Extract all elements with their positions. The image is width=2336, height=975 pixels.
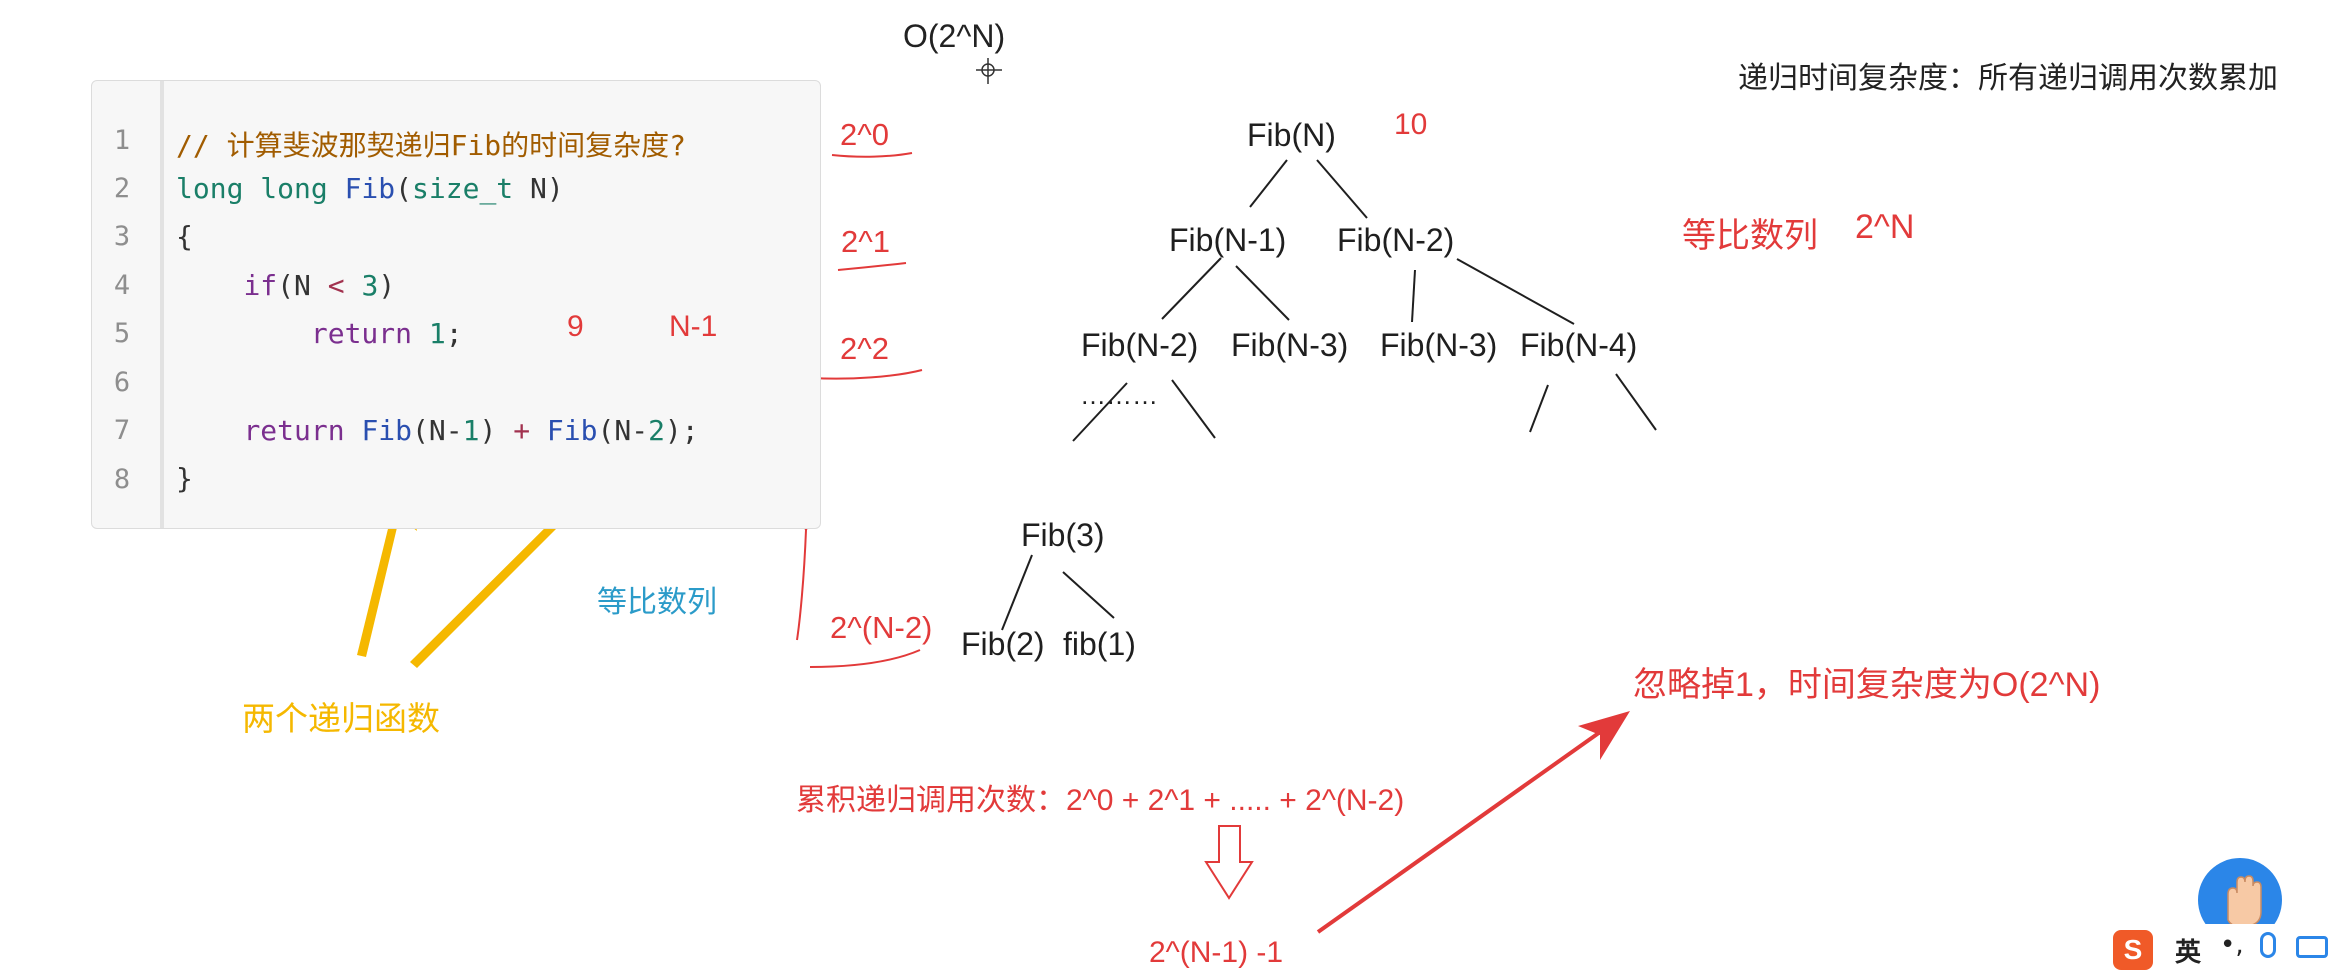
annotation-two-recursive: 两个递归函数: [242, 700, 440, 737]
code-text: ): [378, 269, 396, 302]
sogou-logo-icon[interactable]: S: [2113, 930, 2153, 970]
code-text: (N-: [412, 414, 463, 447]
red-arrow-shaft: [1316, 723, 1612, 934]
punctuation-icon[interactable]: •,: [2220, 930, 2244, 960]
annotation-geometric-blue: 等比数列: [597, 586, 717, 619]
code-brace-close: }: [176, 462, 193, 495]
code-operator: <: [327, 269, 345, 302]
arrow-left-2: [410, 492, 587, 668]
annotation-ten: 10: [1394, 108, 1428, 141]
line-number: 3: [113, 221, 131, 252]
header-note: 递归时间复杂度：所有递归调用次数累加: [1738, 62, 2278, 95]
brace-tail: [796, 529, 807, 641]
code-keyword-return: return: [243, 414, 345, 447]
line-number: 5: [113, 318, 131, 349]
code-text: (N: [277, 269, 328, 302]
ime-language-toggle[interactable]: 英: [2175, 938, 2202, 968]
level-underline-3: [809, 649, 921, 668]
level-label-2: 2^2: [840, 331, 890, 366]
code-call-fib: Fib: [344, 414, 413, 447]
code-paren: (: [395, 172, 413, 205]
line-number: 2: [113, 173, 131, 204]
down-arrow-outline: [1204, 825, 1254, 900]
code-line-2: long long Fib(size_t N): [176, 172, 564, 205]
code-call-fib: Fib: [530, 414, 598, 447]
code-param-type: size_t: [412, 172, 514, 205]
code-param: N): [513, 172, 564, 205]
annotation-accumulated: 累积递归调用次数：2^0 + 2^1 + ..... + 2^(N-2): [796, 784, 1405, 817]
line-number: 1: [113, 125, 131, 156]
level-underline-2: [811, 369, 923, 380]
code-text: ): [479, 414, 514, 447]
code-line-3: {: [176, 220, 193, 253]
tree-node-fib-n-2-left: Fib(N-2): [1081, 327, 1199, 363]
line-number: 7: [113, 415, 131, 446]
annotation-n-minus-1: N-1: [669, 310, 718, 343]
line-number: 8: [113, 464, 131, 495]
tree-node-fib-1: fib(1): [1063, 626, 1136, 662]
annotation-result: 2^(N-1) -1: [1149, 936, 1284, 969]
level-label-3: 2^(N-2): [830, 610, 933, 645]
tree-node-fib-3: Fib(3): [1021, 517, 1105, 553]
code-line-8: }: [176, 462, 193, 495]
code-panel: 1 2 3 4 5 6 7 8 // 计算斐波那契递归Fib的时间复杂度? lo…: [91, 80, 821, 529]
code-keyword-return: return: [310, 317, 413, 350]
red-arrow-head: [1578, 711, 1630, 760]
line-number-gutter: 1 2 3 4 5 6 7 8: [92, 81, 164, 528]
annotation-geometric-red: 等比数列: [1682, 217, 1818, 255]
tree-node-fib-n-3-a: Fib(N-3): [1231, 327, 1349, 363]
level-underline-1: [837, 262, 907, 271]
tree-node-fib-n-2: Fib(N-2): [1337, 222, 1455, 258]
code-line-4: if(N < 3): [176, 269, 395, 302]
ime-toolbar: S 英 •,: [2110, 924, 2336, 975]
cursor-crosshair-icon: [976, 58, 1002, 84]
keyboard-icon[interactable]: [2296, 936, 2328, 958]
tree-node-fib-n-3-b: Fib(N-3): [1380, 327, 1498, 363]
code-keyword-if: if: [243, 269, 278, 302]
level-label-1: 2^1: [841, 224, 891, 259]
tree-node-fib-n-4: Fib(N-4): [1520, 327, 1638, 363]
level-label-0: 2^0: [840, 117, 890, 152]
tree-node-root: Fib(N): [1247, 117, 1336, 153]
line-number: 4: [113, 270, 131, 301]
level-underline-0: [831, 152, 913, 158]
tree-node-fib-2: Fib(2): [961, 626, 1045, 662]
tree-edges: [1001, 159, 1657, 631]
tree-node-fib-n-1: Fib(N-1): [1169, 222, 1287, 258]
arrow-left-1: [357, 488, 406, 657]
code-number: 1: [412, 317, 446, 350]
code-function-name: Fib: [344, 172, 396, 205]
code-brace-open: {: [176, 220, 193, 253]
hand-icon: [2227, 875, 2262, 927]
code-number: 3: [361, 269, 379, 302]
code-number: 2: [648, 414, 665, 447]
code-line-1: // 计算斐波那契递归Fib的时间复杂度?: [176, 124, 686, 164]
code-text: ;: [445, 317, 463, 350]
code-operator: +: [513, 414, 531, 447]
code-return-type: long long: [176, 172, 328, 205]
annotation-two-pow-n: 2^N: [1855, 208, 1915, 246]
code-number: 1: [462, 414, 480, 447]
code-line-7: return Fib(N-1) + Fib(N-2);: [176, 414, 699, 447]
code-text: (N-: [597, 414, 649, 447]
code-space: [345, 269, 362, 302]
annotation-conclusion: 忽略掉1，时间复杂度为O(2^N): [1633, 666, 2101, 704]
complexity-title: O(2^N): [903, 18, 1006, 54]
code-line-5: return 1;: [176, 317, 463, 350]
code-comment: // 计算斐波那契递归Fib的时间复杂度?: [176, 129, 687, 162]
annotation-nine: 9: [567, 310, 584, 343]
code-text: );: [664, 414, 699, 447]
line-number: 6: [113, 367, 131, 398]
tree-ellipsis: ………: [1080, 380, 1158, 410]
microphone-icon[interactable]: [2260, 932, 2276, 958]
